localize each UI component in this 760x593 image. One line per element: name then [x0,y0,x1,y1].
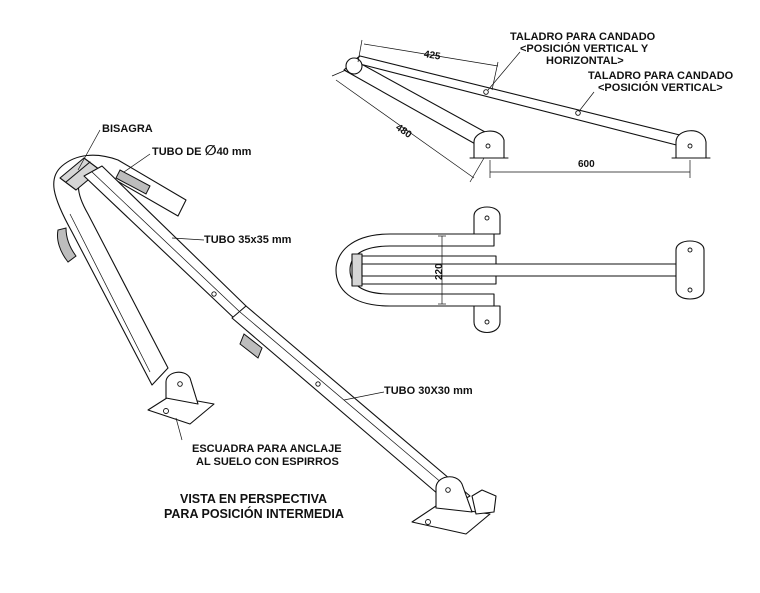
leader-drill-2 [579,91,595,111]
diameter-symbol: ∅ [205,142,217,158]
view-title-line1: VISTA EN PERSPECTIVA [180,492,327,506]
leader-hinge [77,129,101,171]
plan-bracket-right-hole-top [687,247,693,253]
perspective-view: BISAGRA TUBO DE ∅40 mm TUBO 35x35 mm TUB… [53,123,497,535]
floor-bracket-left-ear [165,371,199,405]
elevation-drill-hole-2 [575,110,581,116]
floor-bracket-left-hole2 [177,381,183,387]
drill2-line2: <POSICIÓN VERTICAL> [598,81,723,94]
dim-480-line [335,79,475,179]
square-tube-30-edge [239,311,463,501]
plan-bracket-bottom-hole [484,319,490,325]
dim-425-ext2 [491,61,499,91]
dim-480-text: 480 [393,122,413,141]
floor-bracket-right-hole [425,519,431,525]
dim-480-ext1 [331,69,347,77]
plan-bracket-bottom [473,305,501,334]
label-tube35: TUBO 35x35 mm [204,234,292,246]
tube-joint [239,333,263,359]
dim-480-ext2 [469,157,485,183]
square-tube-35-hole [211,291,217,297]
plan-bracket-right [675,240,705,300]
hinge-pin [65,161,91,183]
square-tube-30-hole [315,381,321,387]
round-tube-shadow2 [115,169,151,195]
plan-bracket-top [473,206,501,235]
elevation-drill-hole-1 [483,89,489,95]
dim-425-text: 425 [423,49,442,63]
plan-bracket-top-hole [484,215,490,221]
floor-bracket-right-rear [471,489,497,515]
leader-bracket [175,417,183,441]
drill1-line3: HORIZONTAL> [546,55,624,67]
label-bracket-line2: AL SUELO CON ESPIRROS [196,456,339,468]
label-tube30: TUBO 30X30 mm [384,385,473,397]
leader-tube30 [343,391,385,401]
dim-425-ext1 [357,39,363,63]
dim-600-text: 600 [578,159,595,170]
elevation-view: 425 480 600 TALADRO PARA CANDADO <POSICI… [331,31,734,183]
label-hinge: BISAGRA [102,123,153,135]
label-tube40: TUBO DE ∅40 mm [152,142,252,158]
dim-425-line [363,43,499,67]
drill2-line1: TALADRO PARA CANDADO [588,70,734,82]
leader-tube35 [171,237,205,241]
leader-drill-1 [487,51,521,91]
drill1-line1: TALADRO PARA CANDADO [510,31,656,43]
leader-tube40 [123,153,151,173]
plan-hinge-block [351,253,363,287]
elevation-bracket-left-hole [485,143,491,149]
floor-bracket-right [411,505,491,535]
view-title-line2: PARA POSICIÓN INTERMEDIA [164,506,344,521]
label-bracket-line1: ESCUADRA PARA ANCLAJE [192,443,342,455]
plan-view: 220 [335,206,705,334]
plan-inner-tube-top [359,255,497,265]
round-tube-outer [53,154,187,386]
square-tube-35-edge [91,171,242,314]
elevation-bracket-right-hole [687,143,693,149]
round-tube-shadow [57,227,77,263]
drill1-line2: <POSICIÓN VERTICAL Y [520,42,649,55]
elevation-hinge-end [345,57,363,75]
plan-bracket-right-hole-bottom [687,287,693,293]
dim-220-text: 220 [434,263,445,280]
round-tube-highlight [69,213,151,373]
floor-bracket-left-hole [163,408,169,414]
plan-inner-tube-bottom [359,275,497,285]
plan-long-bar [361,263,691,277]
floor-bracket-right-ear [435,476,473,513]
floor-bracket-right-hole2 [445,487,451,493]
